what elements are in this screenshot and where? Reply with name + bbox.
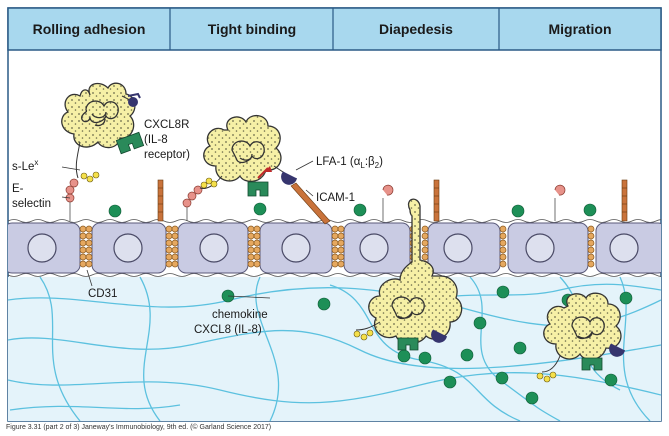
nucleus: [113, 233, 143, 263]
icam-1: [433, 179, 440, 222]
lfa-1-integrin: [609, 343, 625, 357]
chemokine-dot: [460, 348, 474, 362]
chemokine-dot: [511, 204, 525, 218]
nucleus: [443, 233, 473, 263]
chemokine-dot: [108, 204, 122, 218]
label-chemokine-line2: CXCL8 (IL-8): [194, 324, 262, 336]
chemokine-dot: [443, 375, 457, 389]
nucleus: [525, 233, 555, 263]
chemokine-dot: [513, 341, 527, 355]
chemokine-dot: [473, 316, 487, 330]
cxcl8r-receptor: [397, 337, 419, 351]
leukocyte-nucleus: [81, 100, 119, 124]
leukocyte-diapedesis: [353, 198, 463, 351]
cd31-junction: [165, 225, 179, 268]
stage-title-rolling-adhesion: Rolling adhesion: [33, 21, 146, 37]
chemokine-dot: [397, 349, 411, 363]
cxcl8r-receptor: [581, 357, 603, 371]
chemokine-dot: [583, 203, 597, 217]
stage-title-migration: Migration: [549, 21, 612, 37]
e-selectin-molecules: [65, 178, 566, 221]
chemokine-dot: [495, 371, 509, 385]
nucleus: [359, 233, 389, 263]
nucleus: [199, 233, 229, 263]
e-selectin: [65, 178, 79, 221]
lfa-1-integrin: [273, 165, 297, 185]
label-slex: s-Lex: [12, 158, 38, 173]
leukocyte-nucleus: [571, 316, 605, 340]
label-cd31: CD31: [88, 288, 117, 300]
label-e-selectin: E-: [12, 183, 24, 195]
leukocyte-migrating: [536, 292, 625, 383]
cd31-junction: [247, 225, 261, 268]
label-cxcl8r-line3: receptor): [144, 149, 190, 161]
label-cxcl8r-line2: (IL-8: [144, 134, 168, 146]
lfa-1-integrin: [431, 329, 447, 343]
cd31-junction: [499, 225, 507, 268]
stage-title-tight-binding: Tight binding: [208, 21, 296, 37]
stage-title-diapedesis: Diapedesis: [379, 21, 453, 37]
label-icam-1: ICAM-1: [316, 192, 355, 204]
cd31-junction: [79, 225, 93, 268]
chemokine-dot: [418, 351, 432, 365]
cd31-junction: [587, 225, 595, 268]
leukocyte-rolling: [61, 82, 145, 183]
molecule-labels: CXCL8R (IL-8 receptor) s-Lex E- selectin…: [12, 119, 383, 336]
chemokine-dot: [619, 291, 633, 305]
icam-1-bound: [290, 182, 331, 225]
leader-lines: [61, 160, 314, 299]
cd31-junction: [331, 225, 345, 268]
tissue-region: [8, 277, 661, 421]
leukocyte-tight-binding: [199, 115, 297, 197]
chemokine-dot: [353, 203, 367, 217]
integrin-inactive: [121, 92, 141, 107]
figure-caption: Figure 3.31 (part 2 of 3) Janeway's Immu…: [6, 424, 272, 431]
stage-header: Rolling adhesion Tight binding Diapedesi…: [7, 7, 662, 51]
cxcl8r-receptor: [115, 131, 145, 155]
icam-1: [621, 179, 628, 222]
label-cxcl8r: CXCL8R: [144, 119, 189, 131]
chemokine-dot: [317, 297, 331, 311]
label-e-selectin-line2: selectin: [12, 198, 51, 210]
label-chemokine: chemokine: [212, 309, 268, 321]
chemokine-dot: [496, 285, 510, 299]
e-selectin: [382, 184, 394, 221]
icam-1-molecules: [157, 179, 628, 225]
nucleus: [27, 233, 57, 263]
icam-1: [157, 179, 164, 222]
nucleus: [609, 233, 639, 263]
chemokine-dot: [253, 202, 267, 216]
chemokine-dot: [525, 391, 539, 405]
e-selectin: [554, 184, 566, 221]
chemokine-dot: [604, 373, 618, 387]
vessel-wall-lines: [8, 219, 661, 277]
endothelial-nuclei: [27, 233, 639, 263]
leukocyte-nucleus: [391, 296, 425, 320]
chemokines: [108, 202, 633, 405]
label-lfa-1: LFA-1 (αL:β2): [316, 156, 383, 170]
cxcl8r-receptor: [247, 181, 269, 197]
leukocyte-nucleus: [231, 140, 265, 164]
nucleus: [281, 233, 311, 263]
